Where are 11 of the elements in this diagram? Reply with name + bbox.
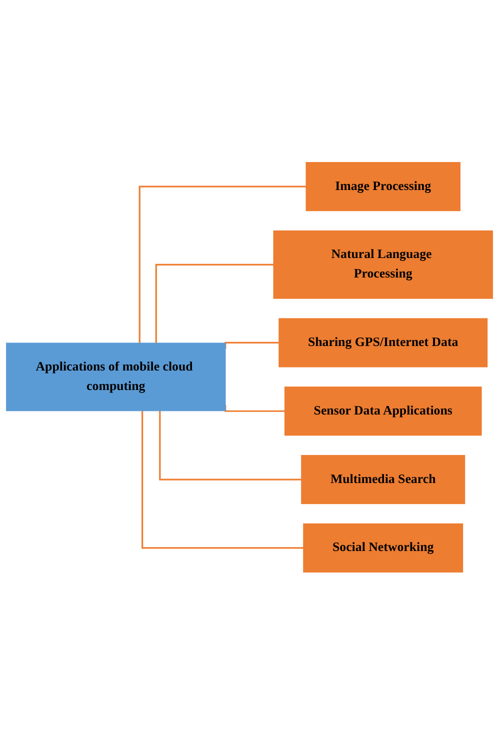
node-box: Applications of mobile cloud computing — [6, 342, 226, 411]
connector — [155, 264, 274, 343]
node-box: Social Networking — [303, 523, 464, 572]
connector — [138, 186, 306, 343]
node-box: Sensor Data Applications — [284, 386, 482, 436]
connector — [159, 410, 302, 480]
node-box: Natural Language Processing — [273, 230, 493, 299]
node-box: Sharing GPS/Internet Data — [278, 318, 488, 367]
connector — [142, 410, 304, 548]
node-box: Image Processing — [306, 162, 460, 211]
node-box: Multimedia Search — [301, 454, 466, 504]
